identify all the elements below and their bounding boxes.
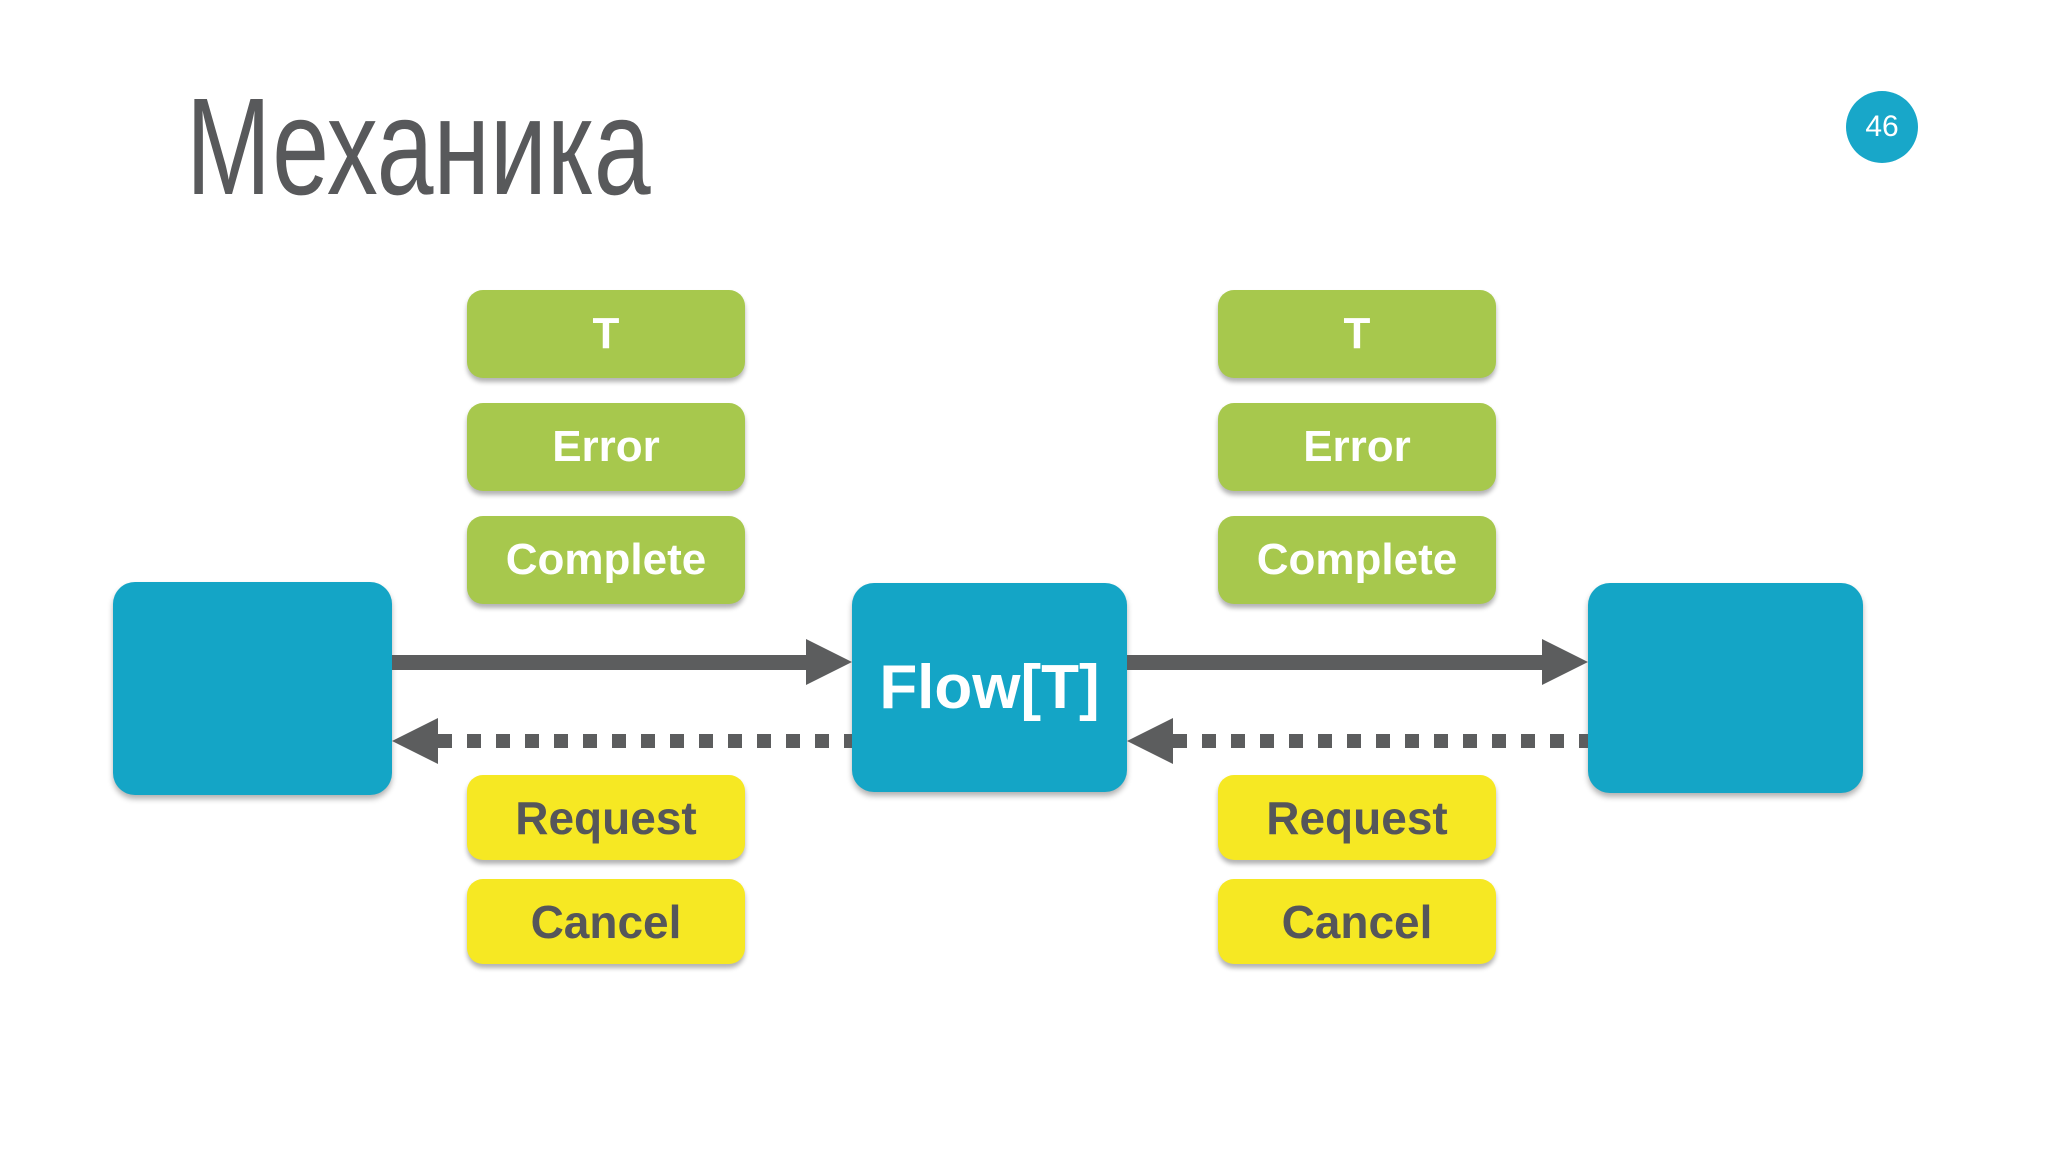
event-label-complete-left: Complete xyxy=(467,516,745,604)
event-label-complete-right: Complete xyxy=(1218,516,1496,604)
cancel-label-right: Cancel xyxy=(1218,879,1496,964)
producer-box xyxy=(113,582,392,795)
arrow-line xyxy=(1127,655,1543,670)
flow-box: Flow[T] xyxy=(852,583,1127,792)
flow-box-label: Flow[T] xyxy=(879,653,1100,722)
arrow-head-right-icon xyxy=(1542,639,1588,685)
consumer-box xyxy=(1588,583,1863,793)
request-label-right: Request xyxy=(1218,775,1496,860)
page-number-badge: 46 xyxy=(1846,91,1918,163)
event-label-t-right: T xyxy=(1218,290,1496,378)
page-number: 46 xyxy=(1865,110,1899,143)
event-label-error-left: Error xyxy=(467,403,745,491)
slide-title: Механика xyxy=(186,70,651,224)
cancel-label-left: Cancel xyxy=(467,879,745,964)
event-label-error-right: Error xyxy=(1218,403,1496,491)
arrow-line-dashed xyxy=(1173,734,1588,748)
arrow-head-left-icon xyxy=(1127,718,1173,764)
event-label-t-left: T xyxy=(467,290,745,378)
arrow-line xyxy=(392,655,807,670)
arrow-line-dashed xyxy=(438,734,852,748)
arrow-head-left-icon xyxy=(392,718,438,764)
arrow-head-right-icon xyxy=(806,639,852,685)
request-label-left: Request xyxy=(467,775,745,860)
